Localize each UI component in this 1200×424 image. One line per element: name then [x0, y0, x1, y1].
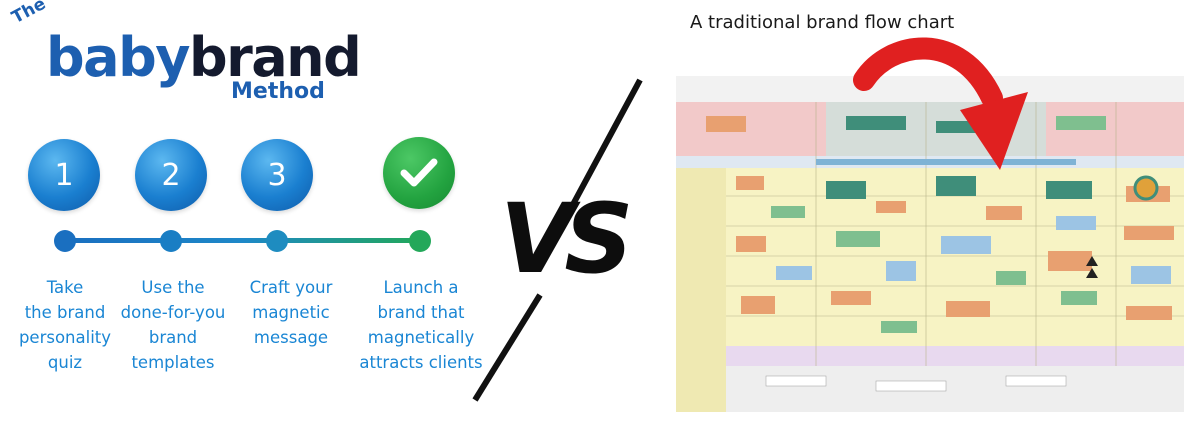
step-4-label-line: attracts clients	[359, 353, 483, 372]
red-arrow-icon	[853, 37, 1028, 170]
step-2-label: Use the done-for-you brand templates	[108, 275, 238, 375]
timeline-dot-1	[54, 230, 76, 252]
step-2-label-line: done-for-you	[120, 303, 226, 322]
flowchart-image	[676, 76, 1184, 412]
vs-text: VS	[500, 183, 633, 295]
step-1-label: Take the brand personality quiz	[0, 275, 130, 375]
step-1-label-line: personality	[18, 328, 112, 347]
flowchart-triangle	[1086, 268, 1098, 278]
step-4-label-line: Launch a	[383, 278, 459, 297]
flowchart-band	[676, 346, 1184, 366]
checkmark-icon	[400, 158, 438, 187]
step-4-label-line: magnetically	[367, 328, 475, 347]
flowchart-sidebar	[676, 168, 726, 412]
step-complete-circle	[383, 137, 455, 209]
timeline-dot-3	[266, 230, 288, 252]
step-3-label-line: magnetic	[252, 303, 330, 322]
step-3-label-line: Craft your	[249, 278, 333, 297]
logo-brand: brand	[188, 26, 362, 89]
flowchart-wheel	[1133, 175, 1159, 201]
logo-wordmark: babybrand	[46, 26, 362, 90]
step-1-circle: 1	[28, 139, 100, 211]
divider-slash	[472, 78, 643, 402]
flowchart-phase-bar	[816, 159, 1076, 165]
step-4-label: Launch a brand that magnetically attract…	[351, 275, 491, 375]
step-2-label-line: Use the	[141, 278, 205, 297]
flowchart-band	[676, 168, 1184, 346]
timeline-line	[64, 238, 422, 243]
step-3-label-line: message	[253, 328, 329, 347]
step-3-label: Craft your magnetic message	[226, 275, 356, 350]
timeline-dot-2	[160, 230, 182, 252]
logo-the: The	[8, 0, 50, 28]
timeline-dot-4	[409, 230, 431, 252]
step-2-label-line: templates	[131, 353, 215, 372]
flowchart-boxes	[706, 116, 1174, 392]
step-4-label-line: brand that	[377, 303, 465, 322]
flowchart-gridlines	[726, 102, 1184, 366]
flowchart-band	[676, 76, 1184, 102]
step-1-label-line: the brand	[24, 303, 106, 322]
logo-baby: baby	[46, 26, 190, 89]
step-3-circle: 3	[241, 139, 313, 211]
step-1-label-line: Take	[46, 278, 84, 297]
step-1-label-line: quiz	[47, 353, 83, 372]
step-2-label-line: brand	[148, 328, 198, 347]
step-2-circle: 2	[135, 139, 207, 211]
logo-method: Method	[231, 79, 325, 104]
flowchart-triangle	[1086, 256, 1098, 266]
flowchart-title: A traditional brand flow chart	[690, 12, 955, 33]
